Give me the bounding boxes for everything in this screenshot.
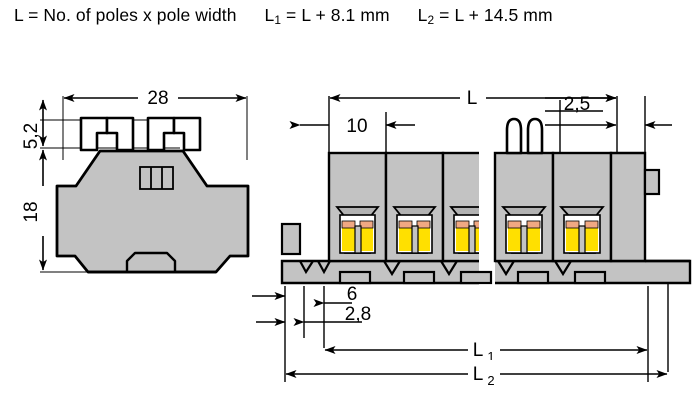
note-l1: L1 = L + 8.1 mm [264, 5, 390, 28]
left-view-group: 28 5,2 18 [21, 84, 250, 274]
note-l2-value: = L + 14.5 mm [434, 5, 553, 25]
right-end-tab [643, 168, 661, 196]
pole-3 [441, 151, 485, 263]
pole-group-left [327, 151, 485, 263]
note-l2-label: L [417, 5, 428, 25]
dim-18-label: 18 [21, 201, 42, 222]
dim-6: 6 [313, 284, 358, 307]
dim-2-8: 2,8 [293, 304, 371, 326]
rail-foot-notch [125, 251, 177, 272]
body-marking [139, 166, 174, 190]
dim-L1: L 1 [324, 336, 648, 364]
dim-L1-label: L [473, 340, 484, 361]
dim-28: 28 [63, 84, 247, 109]
dim-L2: L 2 [285, 360, 668, 388]
test-probe-openings [505, 117, 544, 155]
lever-left-inner [105, 116, 135, 152]
dim-2-5: 2,5 [545, 94, 672, 129]
base-foot-notches [299, 260, 572, 277]
dim-28-label: 28 [147, 88, 168, 109]
bottom-extension-lines [284, 283, 669, 382]
dim-6-label: 6 [347, 284, 358, 305]
pole-5 [551, 151, 613, 263]
lever-right-outer [146, 116, 176, 152]
lever-left-outer [79, 116, 109, 152]
pole-2 [384, 151, 445, 263]
left-end-tab [280, 222, 302, 256]
note-pole-width: L = No. of poles x pole width [14, 5, 237, 25]
dim-10-label: 10 [346, 116, 367, 137]
note-l2-subscript: 2 [427, 13, 435, 28]
dim-L-label: L [467, 88, 478, 109]
dim-10: 10 [289, 116, 415, 137]
dim-L1-subscript: 1 [487, 349, 494, 364]
dim-18: 18 [21, 149, 50, 271]
dim-5-2-label: 5,2 [21, 123, 42, 149]
base-foot-blocks [338, 270, 607, 285]
bottom-dimension-group: 6 2,8 L 1 L 2 [252, 283, 669, 388]
note-l1-value: = L + 8.1 mm [281, 5, 390, 25]
dim-L2-label: L [473, 364, 484, 385]
dim-2-5-label: 2,5 [564, 94, 590, 115]
dim-2-8-label: 2,8 [345, 304, 371, 325]
note-l2: L2 = L + 14.5 mm [417, 5, 553, 28]
note-l1-subscript: 1 [274, 13, 282, 28]
pole-1 [327, 151, 388, 263]
drawing-break-gap [479, 150, 495, 286]
dim-L: L [329, 84, 617, 109]
test-probe-left [505, 117, 523, 155]
lever-right-inner [172, 116, 202, 152]
dim-L2-subscript: 2 [487, 373, 494, 388]
test-probe-right [526, 117, 544, 155]
note-l1-label: L [264, 5, 275, 25]
right-view-group: L 10 2,5 [280, 84, 692, 286]
pole-group-right [493, 151, 613, 263]
dim-5-2: 5,2 [21, 99, 47, 149]
right-end-plate [609, 151, 647, 263]
drawing-note: L = No. of poles x pole width L1 = L + 8… [14, 5, 553, 28]
pole-4 [493, 151, 555, 263]
